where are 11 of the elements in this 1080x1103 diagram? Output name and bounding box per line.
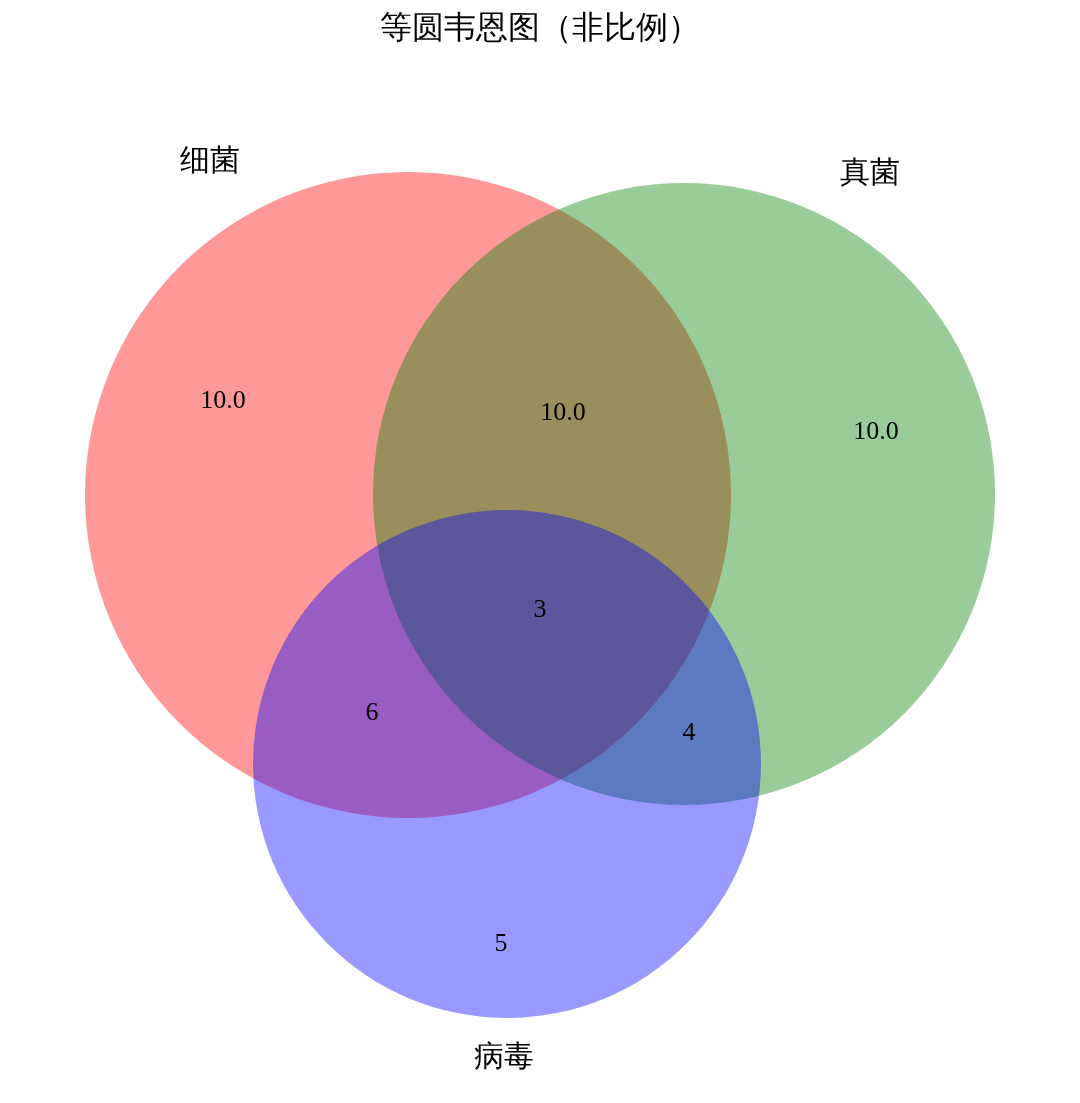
region-count: 5 [494, 928, 508, 958]
set-label: 细菌 [180, 142, 240, 178]
set-label: 真菌 [840, 154, 900, 190]
region-count: 10.0 [853, 416, 899, 446]
region-count: 10.0 [200, 385, 246, 415]
region-count: 6 [365, 697, 379, 727]
region-count: 4 [682, 717, 696, 747]
set-label: 病毒 [474, 1038, 534, 1074]
chart-title: 等圆韦恩图（非比例） [379, 8, 701, 47]
region-count: 10.0 [540, 397, 586, 427]
region-count: 3 [533, 594, 547, 624]
